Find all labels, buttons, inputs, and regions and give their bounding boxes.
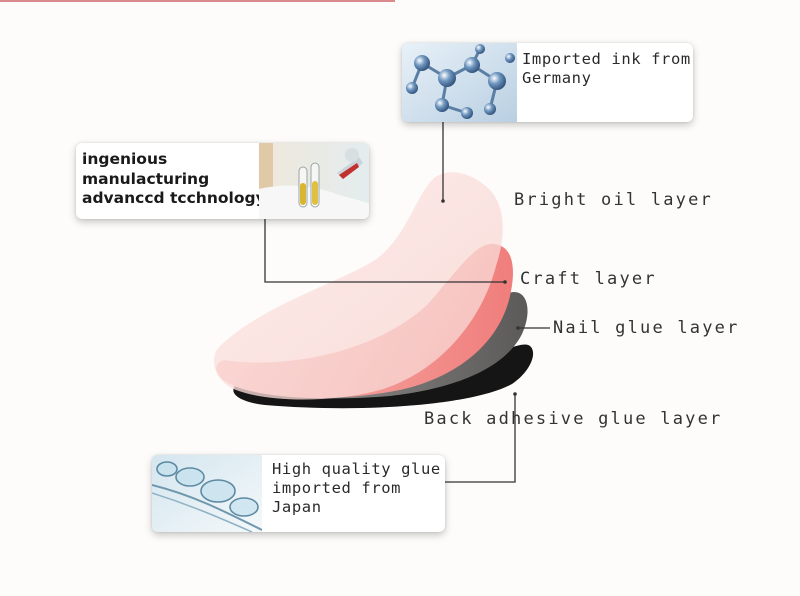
glue-text-line: Japan: [272, 498, 322, 516]
technology-callout-text: ingenious manulacturing advanccd tcchnol…: [82, 150, 266, 209]
leader-line-back-adhesive: [445, 394, 516, 483]
leader-dot-back-adhesive: [513, 392, 517, 396]
leader-dots: [441, 199, 520, 396]
label-craft-layer: Craft layer: [520, 269, 657, 289]
leader-line-craft: [264, 219, 505, 283]
ink-text-line: Germany: [522, 69, 592, 87]
leader-lines: [264, 121, 550, 483]
glue-text-line: High quality glue: [272, 460, 441, 478]
callout-imported-ink: Imported ink from Germany: [402, 43, 693, 122]
callout-advanced-technology: ingenious manulacturing advanccd tcchnol…: [76, 143, 369, 219]
leader-dot-bright-oil: [441, 199, 445, 203]
leader-dot-craft: [503, 280, 507, 284]
glue-drops-image: [152, 455, 262, 532]
bright-oil-layer: [213, 172, 503, 400]
ink-callout-text: Imported ink from Germany: [522, 50, 690, 88]
glue-callout-text: High quality glue imported from Japan: [272, 460, 442, 517]
label-bright-oil-layer: Bright oil layer: [514, 190, 713, 210]
laboratory-test-tubes-image: [259, 143, 369, 219]
technology-text-line: manulacturing: [82, 169, 210, 188]
molecule-structure-image: [402, 43, 517, 122]
leader-dot-nail-glue: [516, 326, 520, 330]
glue-text-line: imported from: [272, 479, 402, 497]
technology-text-line: advanccd tcchnology: [82, 189, 266, 207]
technology-text-line: ingenious: [82, 150, 168, 168]
ink-text-line: Imported ink from: [522, 50, 691, 68]
label-nail-glue-layer: Nail glue layer: [553, 318, 740, 338]
top-accent-strip: [0, 0, 395, 2]
label-back-adhesive-layer: Back adhesive glue layer: [424, 409, 723, 429]
craft-layer: [216, 243, 513, 398]
nail-glue-layer: [232, 292, 528, 399]
callout-high-quality-glue: High quality glue imported from Japan: [152, 455, 445, 532]
